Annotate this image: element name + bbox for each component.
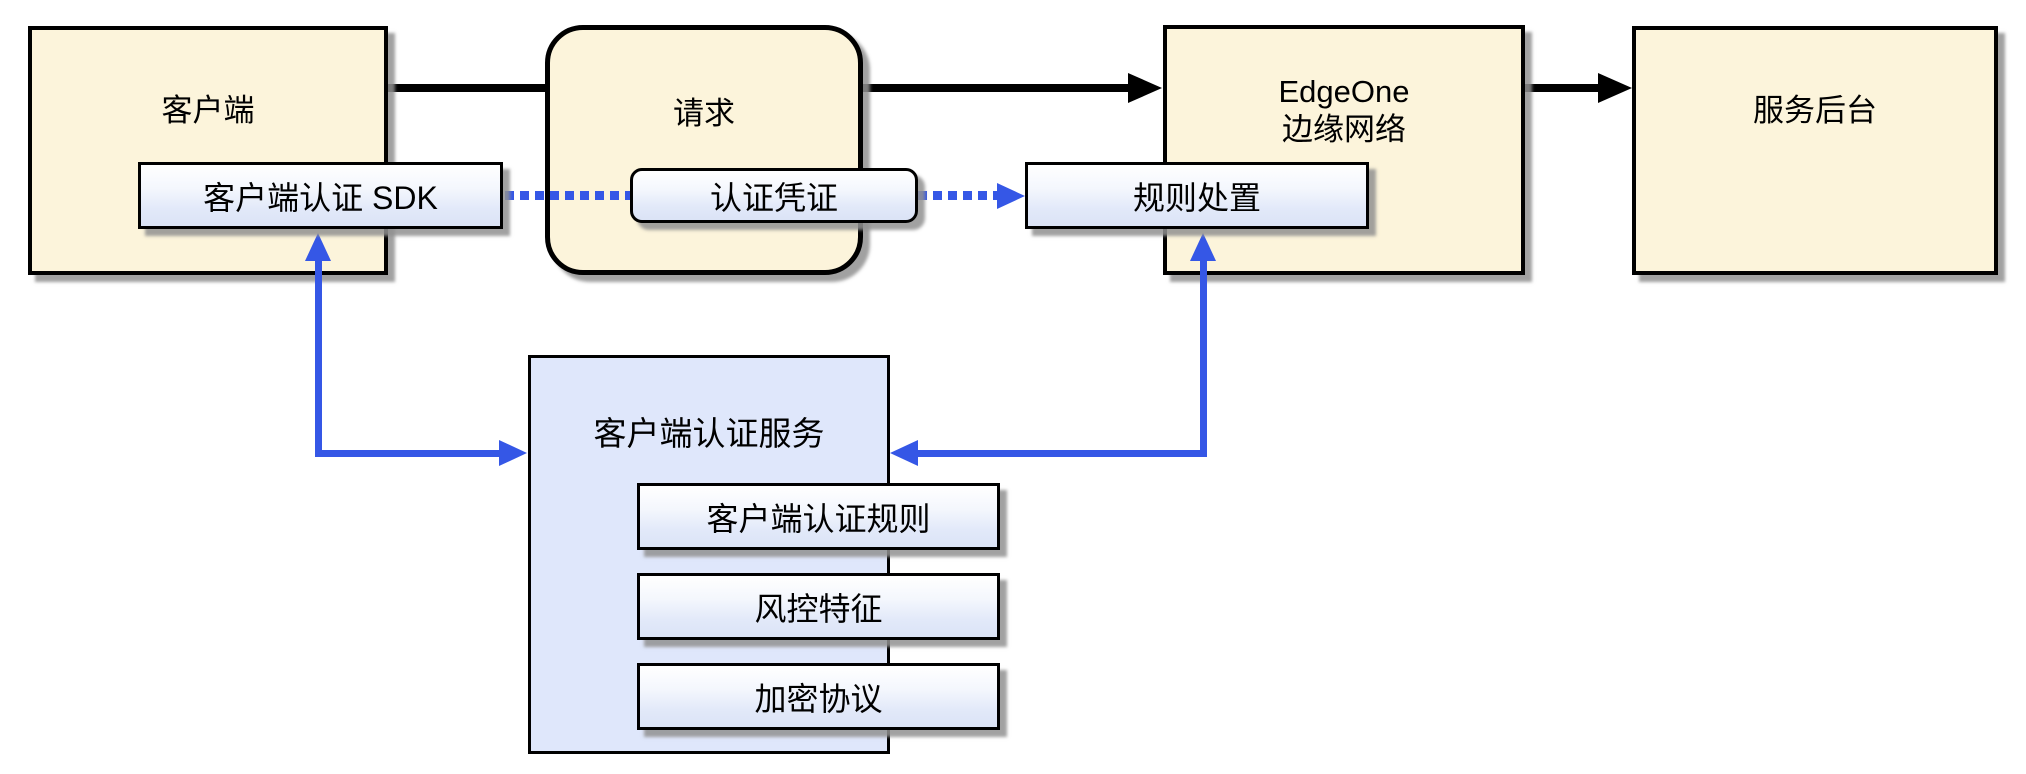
- edgeone-backend-connector-line: [1521, 84, 1600, 92]
- edgeone-node-label-line2: 边缘网络: [1282, 112, 1406, 147]
- request-edgeone-arrowhead-icon: [1128, 73, 1162, 103]
- edgeone-backend-arrowhead-icon: [1598, 73, 1632, 103]
- edgeone-node-label-line1: EdgeOne: [1278, 74, 1410, 109]
- edgeone-node: EdgeOne 边缘网络: [1163, 25, 1525, 275]
- rule-service-horizontal-line: [916, 450, 1207, 457]
- credential-rule-dotted-line: [918, 191, 1000, 200]
- service-item-risk-features: 风控特征: [637, 573, 1000, 640]
- service-item-encryption-protocol: 加密协议: [637, 663, 1000, 730]
- sdk-service-up-arrowhead-icon: [305, 233, 331, 261]
- credential-rule-arrowhead-icon: [997, 183, 1025, 209]
- backend-node: 服务后台: [1632, 26, 1998, 275]
- rule-service-left-arrowhead-icon: [890, 440, 918, 466]
- rule-service-vertical-line: [1200, 258, 1207, 457]
- service-item-auth-rules: 客户端认证规则: [637, 483, 1000, 550]
- request-edgeone-connector-line: [860, 84, 1128, 92]
- backend-node-label: 服务后台: [1753, 93, 1877, 128]
- client-node: 客户端: [28, 26, 388, 275]
- client-request-connector-line: [385, 84, 547, 92]
- client-node-label: 客户端: [161, 93, 255, 128]
- request-node: 请求: [545, 25, 863, 275]
- sdk-service-horizontal-line: [315, 450, 502, 457]
- sdk-box: 客户端认证 SDK: [138, 162, 503, 229]
- sdk-credential-dotted-line: [505, 191, 632, 200]
- rule-handling-box: 规则处置: [1025, 162, 1369, 229]
- credential-box: 认证凭证: [630, 168, 918, 223]
- rule-service-up-arrowhead-icon: [1190, 233, 1216, 261]
- edgeone-node-label: EdgeOne 边缘网络: [1167, 73, 1521, 149]
- request-node-label: 请求: [673, 96, 735, 131]
- sdk-service-right-arrowhead-icon: [499, 440, 527, 466]
- service-node-label: 客户端认证服务: [593, 415, 825, 452]
- sdk-service-vertical-line: [315, 258, 322, 457]
